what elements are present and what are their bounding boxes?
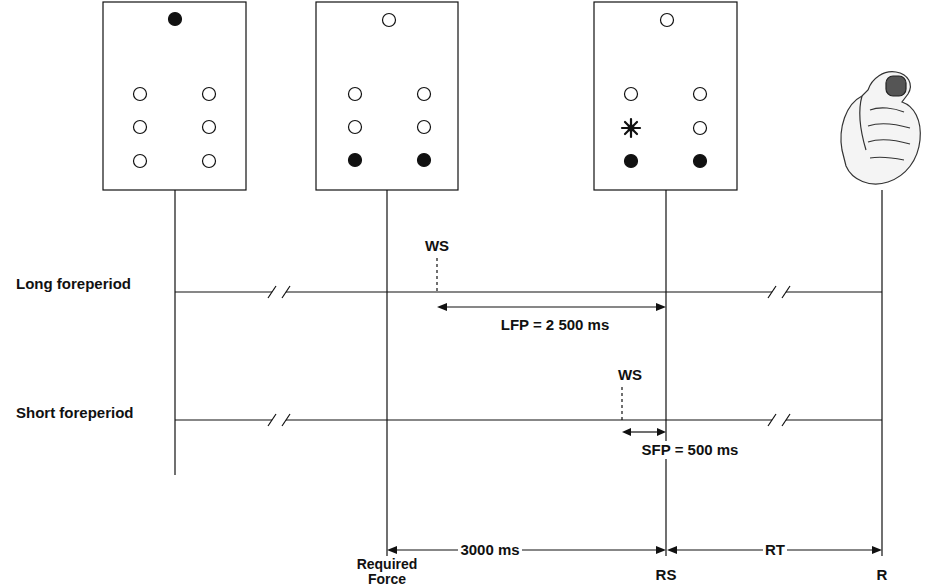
event-label: R (875, 566, 890, 584)
event-label: Required Force (345, 557, 429, 587)
interval-label: 3000 ms (458, 541, 521, 559)
display-panel (103, 2, 246, 190)
signal-label: WS (616, 366, 644, 384)
row-label: Long foreperiod (14, 275, 133, 293)
break-marks (268, 286, 790, 426)
display-panel (316, 2, 458, 190)
event-label: RS (654, 566, 679, 584)
display-panel (594, 2, 737, 190)
interval-label: SFP = 500 ms (640, 441, 741, 459)
signal-label: WS (423, 237, 451, 255)
interval-label: LFP = 2 500 ms (499, 316, 612, 334)
hand-dynamometer (841, 72, 920, 184)
row-label: Short foreperiod (14, 404, 136, 422)
interval-label: RT (763, 541, 787, 559)
stimulus-star (622, 119, 640, 137)
